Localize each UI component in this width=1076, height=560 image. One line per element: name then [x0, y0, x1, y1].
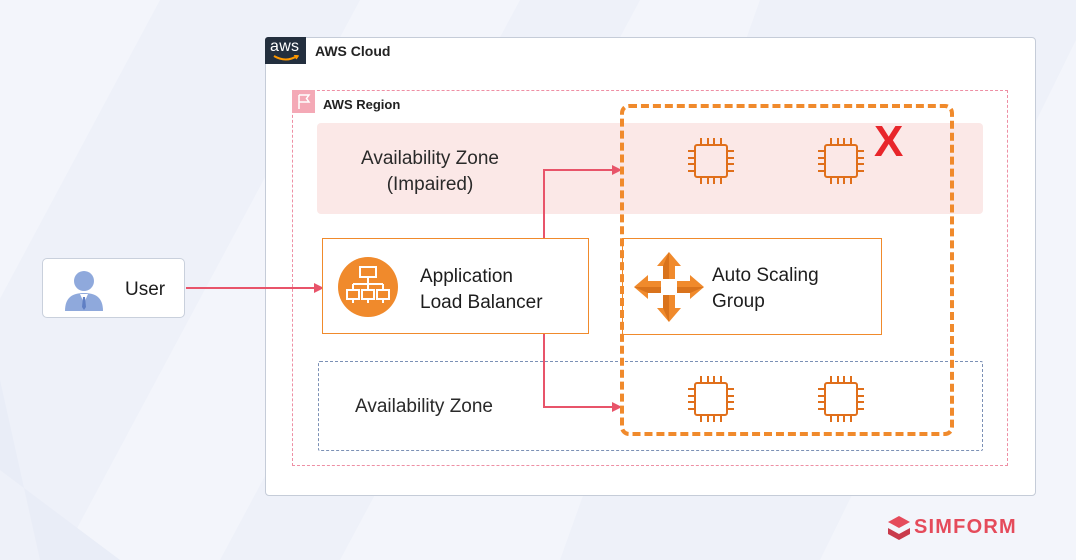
- ec2-instance-icon-healthy-2: [818, 376, 864, 422]
- ec2-instance-icon-healthy-1: [688, 376, 734, 422]
- availability-zone-impaired: [317, 123, 983, 214]
- simform-brand-name: SIMFORM: [914, 516, 1017, 538]
- aws-logo-text: aws: [270, 38, 300, 55]
- aws-cloud-label: AWS Cloud: [315, 43, 391, 59]
- user-node: User: [42, 258, 185, 318]
- auto-scaling-group-node: [622, 238, 882, 335]
- auto-scaling-group-label: Auto Scaling Group: [712, 263, 819, 315]
- availability-zone-normal-label: Availability Zone: [355, 396, 494, 417]
- arrow-alb-to-healthy-az: [543, 334, 622, 412]
- load-balancer-icon: [338, 257, 398, 317]
- availability-zone-impaired-label: Availability Zone (Impaired): [330, 146, 530, 198]
- aws-region-container: [292, 90, 1008, 466]
- ec2-instance-icon-impaired-1: [688, 138, 734, 184]
- aws-region-label: AWS Region: [323, 97, 401, 112]
- ec2-instance-icon-impaired-2: [818, 138, 864, 184]
- asg-line2: Group: [712, 291, 765, 312]
- asg-line1: Auto Scaling: [712, 265, 819, 286]
- alb-line1: Application: [420, 266, 513, 287]
- alb-line2: Load Balancer: [420, 292, 543, 313]
- auto-scaling-group-boundary: [620, 104, 954, 436]
- arrow-alb-to-impaired-az: [543, 165, 622, 238]
- az-impaired-line2: (Impaired): [386, 174, 474, 195]
- aws-logo-icon: aws: [265, 37, 306, 64]
- availability-zone-normal: [318, 361, 983, 451]
- az-impaired-line1: Availability Zone: [360, 148, 499, 169]
- user-icon: [65, 271, 103, 311]
- failure-mark: X: [874, 117, 904, 166]
- auto-scaling-icon: [634, 252, 704, 322]
- load-balancer-label: Application Load Balancer: [420, 264, 543, 316]
- simform-logo-icon: [888, 516, 910, 540]
- region-flag-icon: [292, 90, 315, 113]
- aws-smile-icon: [273, 55, 299, 61]
- user-label: User: [125, 279, 166, 300]
